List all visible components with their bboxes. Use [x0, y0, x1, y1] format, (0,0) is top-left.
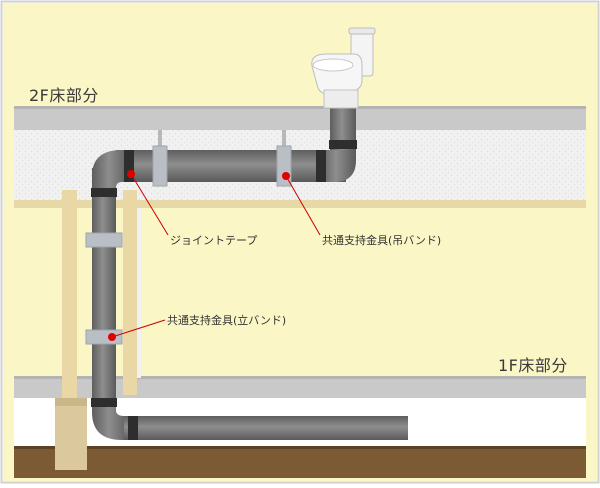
joint-band-right [316, 150, 326, 182]
vertical-pipe [92, 168, 116, 408]
floor-label-2f: 2F床部分 [29, 86, 99, 105]
joint-band-vertical-bottom [91, 398, 117, 407]
hanger-clamp-1 [152, 145, 168, 187]
joint-band-top [124, 150, 134, 182]
floor-slab-1f-edge [14, 376, 586, 379]
floor-label-1f: 1F床部分 [498, 356, 568, 375]
hanger-rod-1 [158, 130, 162, 150]
callout-vertical-band: 共通支持金具(立バンド) [167, 314, 287, 327]
footing-block [55, 398, 87, 470]
wood-post-right [123, 190, 137, 395]
hanger-clamp-2 [276, 145, 292, 187]
upper-elbow-body [92, 150, 130, 190]
callout-line-vertical [111, 319, 166, 338]
toilet-drop-elbow [320, 150, 356, 182]
callout-dot-joint [127, 170, 135, 178]
joint-band-vertical-top [91, 188, 117, 197]
vertical-clamp-1 [85, 232, 123, 248]
ceiling-horizontal-pipe [116, 150, 346, 182]
floor-slab-2f [14, 108, 586, 130]
floor-slab-1f [14, 378, 586, 398]
callout-joint-tape: ジョイントテープ [170, 234, 258, 247]
ground [14, 448, 586, 478]
footing-shade [55, 398, 87, 406]
wood-post-right-shade [137, 208, 141, 378]
callout-hanger-band: 共通支持金具(吊バンド) [322, 234, 442, 247]
wood-post-left [62, 190, 77, 405]
floor-slab-2f-edge [14, 106, 586, 109]
callout-dot-hanger [282, 172, 290, 180]
hanger-rod-2 [282, 130, 286, 150]
ceiling-beam [14, 200, 586, 208]
joint-band-bottom [128, 416, 138, 440]
callout-line-joint [130, 173, 169, 236]
joint-band-drop [329, 140, 357, 149]
callout-dot-vertical [108, 333, 116, 341]
lower-elbow [92, 400, 130, 440]
ground-top-line [14, 446, 586, 449]
vertical-clamp-2 [85, 329, 123, 345]
bottom-horizontal-pipe [124, 416, 408, 440]
callout-line-hanger [285, 175, 321, 236]
toilet-icon [311, 27, 376, 109]
